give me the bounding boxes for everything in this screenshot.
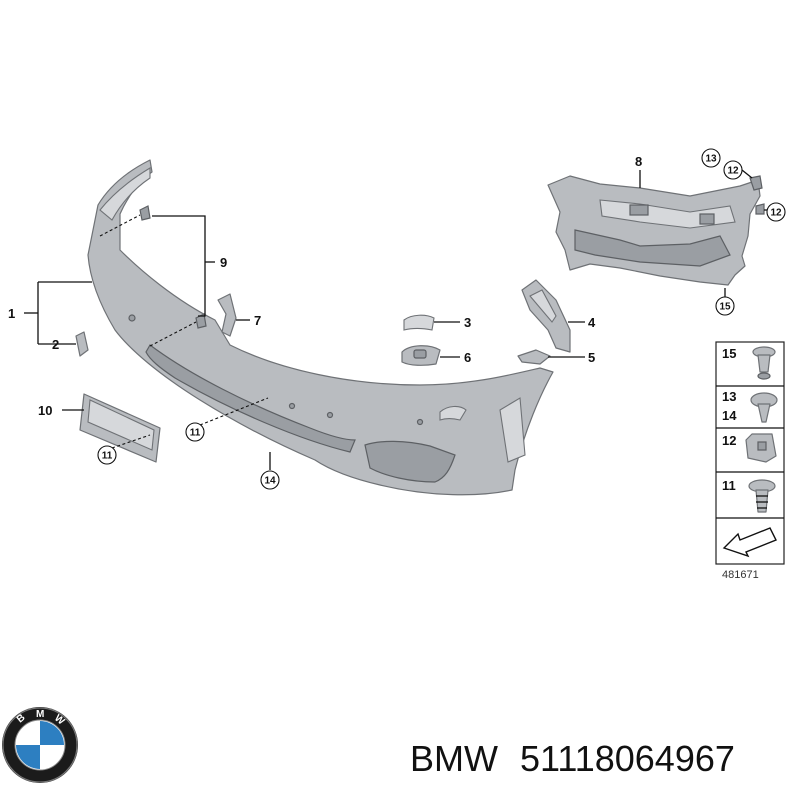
callout-14-circled: 14: [260, 470, 280, 490]
part-8-carrier: [547, 175, 761, 286]
callout-4: 4: [588, 315, 596, 330]
svg-text:11: 11: [102, 451, 113, 462]
svg-text:14: 14: [264, 476, 276, 487]
svg-text:12: 12: [770, 208, 782, 219]
footer-part-title: BMW 51118064967: [410, 738, 735, 780]
callout-5: 5: [588, 350, 595, 365]
part-4-bracket: [521, 279, 571, 353]
part-number: 51118064967: [520, 738, 735, 779]
callout-3: 3: [464, 315, 471, 330]
svg-text:15: 15: [719, 302, 731, 313]
part-9-clip-lower: [195, 313, 207, 329]
callout-12-circled-top: 12: [723, 160, 743, 180]
panel-label-12: 12: [722, 433, 736, 448]
svg-text:13: 13: [705, 154, 717, 165]
screw-icon: [748, 479, 776, 513]
panel-label-11: 11: [722, 478, 736, 493]
svg-text:M: M: [36, 709, 44, 720]
part-3-cover: [403, 314, 435, 331]
panel-label-15: 15: [722, 346, 736, 361]
callout-11-circled-bumper: 11: [185, 422, 205, 442]
callout-12-circled-right: 12: [766, 202, 786, 222]
callout-7: 7: [254, 313, 261, 328]
callout-2: 2: [52, 337, 59, 352]
part-7-bracket: [217, 293, 237, 337]
callout-11-circled-plate: 11: [97, 445, 117, 465]
part-2-cap: [75, 331, 89, 357]
bmw-logo: B M W: [2, 707, 78, 783]
callout-15-circled: 15: [715, 296, 735, 316]
fastener-panel: 15 13 14 12 11: [715, 341, 785, 581]
callout-13-circled: 13: [701, 148, 721, 168]
brand-name: BMW: [410, 738, 498, 779]
panel-label-13: 13: [722, 389, 736, 404]
part-5-clip: [517, 349, 551, 365]
expanding-nut-icon: [750, 392, 778, 423]
part-10-plate-bracket: [79, 393, 161, 463]
arrow-icon: [722, 527, 777, 558]
callout-6: 6: [464, 350, 471, 365]
callout-1: 1: [8, 306, 15, 321]
clip-nut-icon: [745, 433, 777, 463]
callout-9: 9: [220, 255, 227, 270]
callout-10: 10: [38, 403, 52, 418]
bumper-cover: [87, 159, 554, 496]
diagram-reference: 481671: [722, 569, 759, 581]
callout-8: 8: [635, 154, 642, 169]
panel-label-14: 14: [722, 408, 737, 423]
leader-lines: [24, 169, 768, 470]
part-9-clip-upper: [139, 205, 151, 221]
push-clip-icon: [752, 346, 776, 380]
svg-text:12: 12: [727, 166, 739, 177]
svg-text:11: 11: [190, 428, 201, 439]
